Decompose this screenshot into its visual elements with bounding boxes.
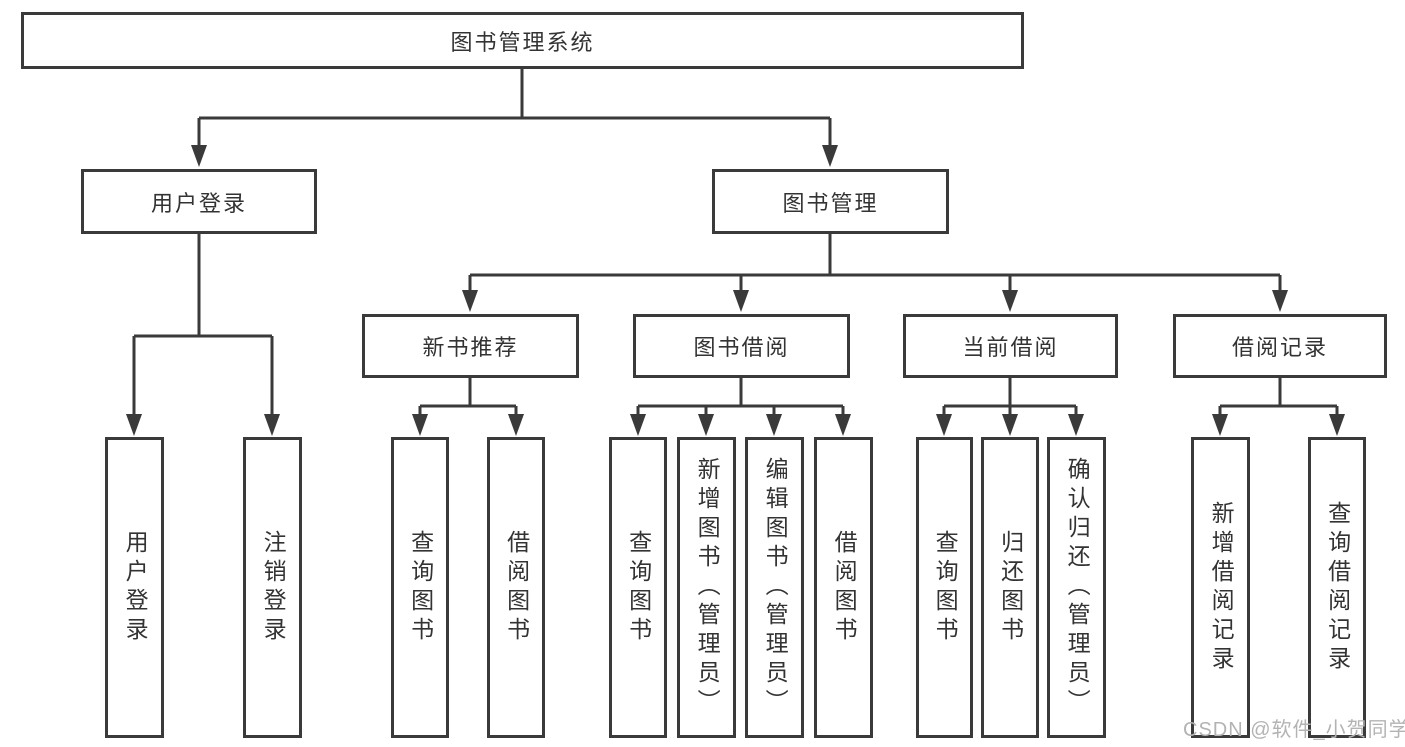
- arrow-icon: [1068, 414, 1084, 436]
- leaf-newbook-query-book-label: 查询图书: [407, 529, 434, 646]
- wire-current-borrow-branch: [942, 404, 1078, 420]
- node-current-borrow-label: 当前借阅: [962, 335, 1059, 360]
- wire-user-login-branch: [132, 234, 274, 420]
- arrow-icon: [1002, 290, 1018, 312]
- arrow-icon: [462, 290, 478, 312]
- arrow-icon: [1272, 290, 1288, 312]
- leaf-return-book: 归还图书: [981, 437, 1039, 738]
- leaf-current-query-book-label: 查询图书: [932, 529, 959, 646]
- arrow-icon: [936, 414, 952, 436]
- arrow-icon: [822, 145, 838, 167]
- leaf-borrow-query-book: 查询图书: [609, 437, 667, 738]
- node-book-borrow-label: 图书借阅: [693, 335, 790, 360]
- arrow-icon: [1212, 414, 1228, 436]
- node-book-management-label: 图书管理: [782, 190, 879, 216]
- leaf-borrow-book-label: 借阅图书: [831, 529, 858, 646]
- leaf-add-borrow-record-label: 新增借阅记录: [1208, 500, 1235, 675]
- leaf-return-book-label: 归还图书: [997, 529, 1024, 646]
- leaf-logout-label: 注销登录: [260, 529, 287, 646]
- arrow-icon: [126, 414, 142, 436]
- node-book-management: 图书管理: [712, 169, 949, 234]
- arrow-icon: [733, 290, 749, 312]
- wire-book-management-branch: [468, 234, 1282, 296]
- leaf-confirm-return-admin-label: 确认归还（管理员）: [1064, 457, 1091, 718]
- leaf-newbook-query-book: 查询图书: [391, 437, 449, 738]
- node-root-label: 图书管理系统: [450, 29, 595, 55]
- node-new-book-recommend: 新书推荐: [362, 314, 579, 378]
- leaf-add-book-admin: 新增图书（管理员）: [677, 437, 736, 738]
- leaf-edit-book-admin-label: 编辑图书（管理员）: [762, 457, 789, 718]
- arrow-icon: [766, 414, 782, 436]
- arrow-icon: [1002, 414, 1018, 436]
- arrow-icon: [630, 414, 646, 436]
- arrow-icon: [508, 414, 524, 436]
- leaf-current-query-book: 查询图书: [916, 437, 973, 738]
- arrow-icon: [191, 145, 207, 167]
- node-user-login: 用户登录: [81, 169, 317, 234]
- node-root: 图书管理系统: [21, 12, 1024, 69]
- node-book-borrow: 图书借阅: [633, 314, 850, 378]
- node-user-login-label: 用户登录: [150, 190, 247, 216]
- leaf-borrow-query-book-label: 查询图书: [625, 529, 652, 646]
- arrow-icon: [264, 414, 280, 436]
- csdn-watermark: CSDN @软件_小贺同学: [1183, 719, 1405, 741]
- wire-new-book-branch: [418, 404, 518, 420]
- node-new-book-recommend-label: 新书推荐: [422, 335, 519, 360]
- leaf-newbook-borrow-book-label: 借阅图书: [503, 529, 530, 646]
- arrowheads: [126, 145, 1345, 436]
- leaf-add-book-admin-label: 新增图书（管理员）: [694, 457, 721, 718]
- leaf-newbook-borrow-book: 借阅图书: [487, 437, 545, 738]
- leaf-query-borrow-record-label: 查询借阅记录: [1324, 500, 1351, 675]
- leaf-user-login-label: 用户登录: [122, 529, 149, 646]
- leaf-edit-book-admin: 编辑图书（管理员）: [745, 437, 804, 738]
- arrow-icon: [698, 414, 714, 436]
- arrow-icon: [835, 414, 851, 436]
- wire-root-to-level2: [197, 69, 832, 150]
- wire-level3-feeds: [468, 378, 1282, 406]
- node-current-borrow: 当前借阅: [903, 314, 1118, 378]
- leaf-query-borrow-record: 查询借阅记录: [1308, 437, 1366, 738]
- arrow-icon: [1329, 414, 1345, 436]
- node-borrow-record-label: 借阅记录: [1231, 335, 1328, 360]
- leaf-confirm-return-admin: 确认归还（管理员）: [1047, 437, 1106, 738]
- leaf-add-borrow-record: 新增借阅记录: [1191, 437, 1250, 738]
- arrow-icon: [412, 414, 428, 436]
- leaf-logout: 注销登录: [243, 437, 302, 738]
- leaf-borrow-book: 借阅图书: [814, 437, 873, 738]
- leaf-user-login: 用户登录: [105, 437, 164, 738]
- node-borrow-record: 借阅记录: [1173, 314, 1387, 378]
- wire-book-borrow-branch: [636, 404, 845, 420]
- wire-borrow-record-branch: [1218, 404, 1339, 420]
